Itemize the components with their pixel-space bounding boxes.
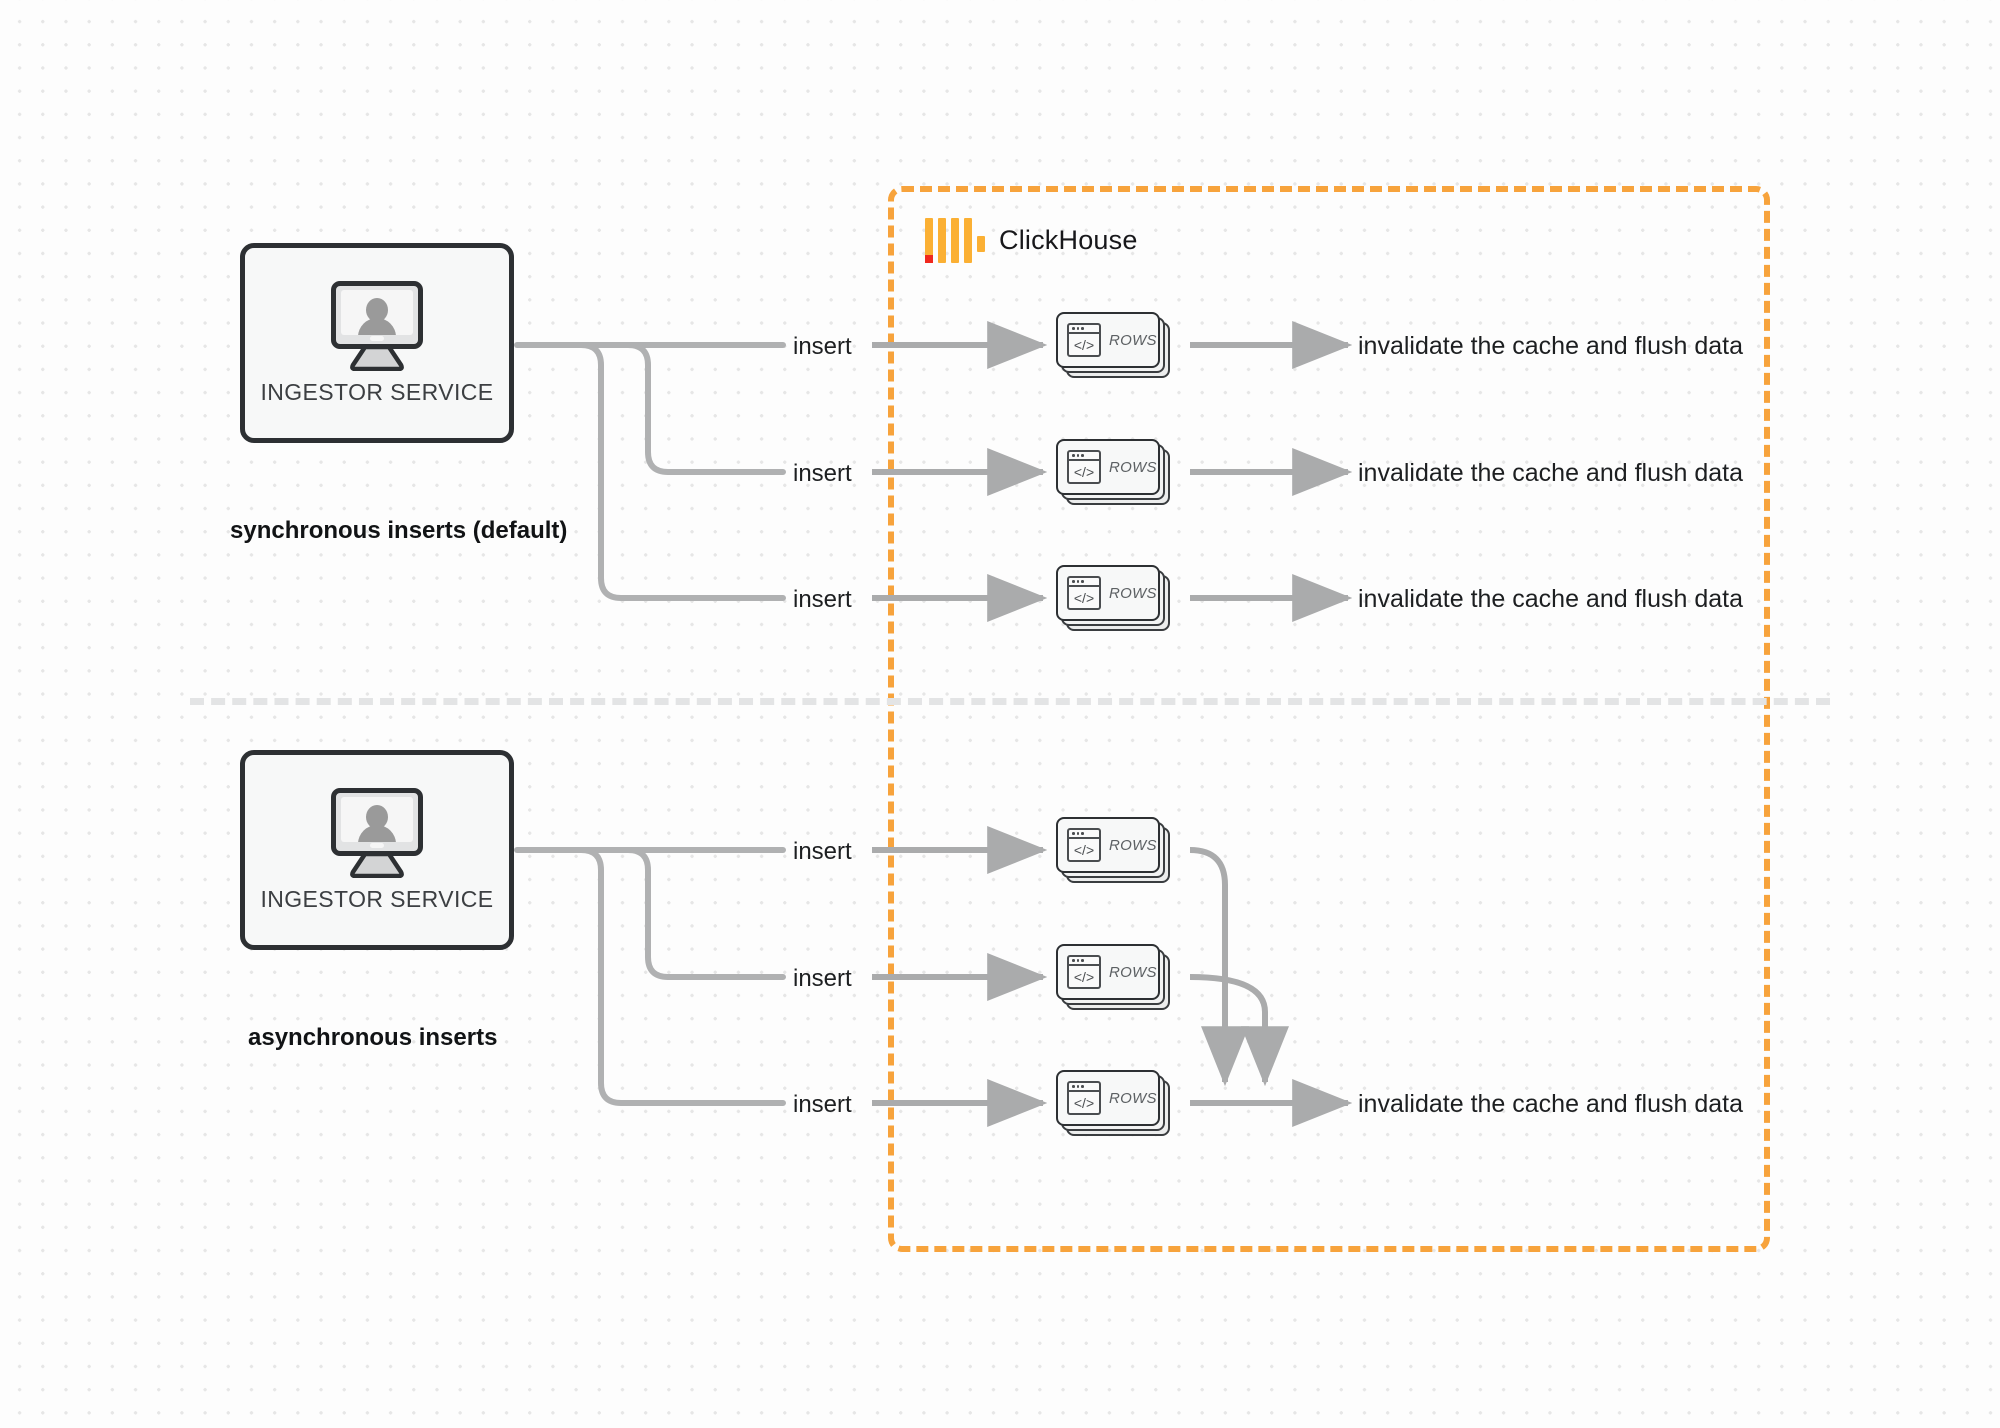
edge-label-insert: insert bbox=[793, 965, 852, 992]
rows-label: ROWS bbox=[1109, 963, 1157, 981]
code-window-icon: </> bbox=[1067, 955, 1101, 989]
output-label-invalidate-cache: invalidate the cache and flush data bbox=[1358, 1090, 1743, 1118]
rows-card[interactable]: </> ROWS bbox=[1056, 944, 1170, 1010]
rows-label: ROWS bbox=[1109, 584, 1157, 602]
output-label-invalidate-cache: invalidate the cache and flush data bbox=[1358, 459, 1743, 487]
edge-label-insert: insert bbox=[793, 460, 852, 487]
monitor-user-icon bbox=[327, 280, 427, 371]
rows-label: ROWS bbox=[1109, 1089, 1157, 1107]
rows-card[interactable]: </> ROWS bbox=[1056, 312, 1170, 378]
rows-card[interactable]: </> ROWS bbox=[1056, 1070, 1170, 1136]
ingestor-service-label: INGESTOR SERVICE bbox=[260, 885, 494, 912]
rows-card[interactable]: </> ROWS bbox=[1056, 565, 1170, 631]
ingestor-service-node-synchronous[interactable]: INGESTOR SERVICE bbox=[240, 243, 514, 443]
ingestor-service-label: INGESTOR SERVICE bbox=[260, 378, 494, 405]
code-window-icon: </> bbox=[1067, 450, 1101, 484]
output-label-invalidate-cache: invalidate the cache and flush data bbox=[1358, 585, 1743, 613]
edge-label-insert: insert bbox=[793, 1091, 852, 1118]
section-label-asynchronous: asynchronous inserts bbox=[248, 1024, 498, 1051]
edge-label-insert: insert bbox=[793, 586, 852, 613]
monitor-user-icon bbox=[327, 787, 427, 878]
section-label-synchronous: synchronous inserts (default) bbox=[230, 517, 568, 544]
code-window-icon: </> bbox=[1067, 576, 1101, 610]
clickhouse-label: ClickHouse bbox=[999, 225, 1138, 255]
clickhouse-brand: ClickHouse bbox=[925, 218, 1138, 263]
ingestor-service-node-asynchronous[interactable]: INGESTOR SERVICE bbox=[240, 750, 514, 950]
clickhouse-logo-red-square bbox=[925, 255, 933, 263]
rows-card[interactable]: </> ROWS bbox=[1056, 817, 1170, 883]
code-window-icon: </> bbox=[1067, 828, 1101, 862]
rows-card[interactable]: </> ROWS bbox=[1056, 439, 1170, 505]
output-label-invalidate-cache: invalidate the cache and flush data bbox=[1358, 332, 1743, 360]
clickhouse-logo-stub bbox=[977, 236, 985, 252]
clickhouse-boundary-region bbox=[888, 186, 1770, 1252]
rows-label: ROWS bbox=[1109, 458, 1157, 476]
clickhouse-logo-icon bbox=[925, 218, 985, 263]
edge-label-insert: insert bbox=[793, 838, 852, 865]
code-window-icon: </> bbox=[1067, 323, 1101, 357]
edge-label-insert: insert bbox=[793, 333, 852, 360]
rows-label: ROWS bbox=[1109, 331, 1157, 349]
section-divider bbox=[190, 698, 1830, 705]
code-window-icon: </> bbox=[1067, 1081, 1101, 1115]
rows-label: ROWS bbox=[1109, 836, 1157, 854]
